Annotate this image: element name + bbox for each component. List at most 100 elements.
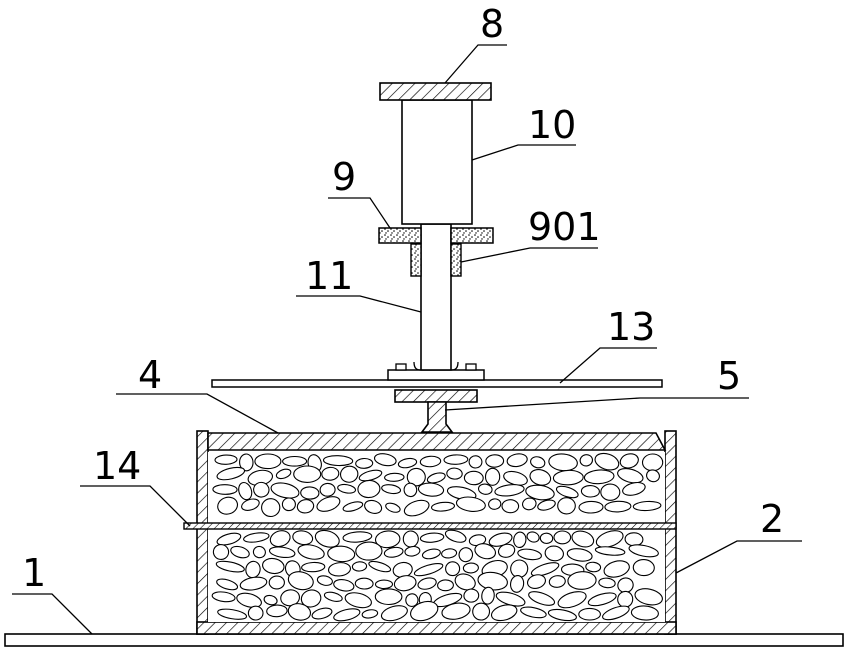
gravel-stone	[528, 591, 556, 606]
gravel-stone	[417, 482, 445, 497]
gravel-stone	[384, 472, 405, 482]
gravel-stone	[381, 484, 402, 495]
gravel-stone	[437, 579, 454, 592]
gravel-stone	[555, 485, 579, 499]
gravel-stone	[526, 531, 540, 543]
gravel-stone	[619, 453, 639, 469]
gravel-stone	[323, 591, 343, 602]
gravel-stone	[617, 468, 644, 484]
gravel-stone	[484, 467, 501, 486]
gravel-stone	[413, 562, 444, 577]
gravel-stone	[262, 557, 285, 575]
gravel-stone	[585, 561, 602, 573]
gravel-stone	[634, 588, 663, 606]
gravel-stone	[403, 482, 418, 498]
gravel-stone	[632, 559, 655, 577]
gravel-stone	[297, 544, 325, 560]
gravel-stone	[624, 532, 644, 547]
gravel-stone	[441, 602, 471, 620]
gravel-stone	[342, 501, 364, 512]
pressure-plate	[207, 432, 667, 451]
gravel-stone	[333, 579, 355, 592]
gravel-stone	[354, 577, 374, 590]
gravel-stone	[327, 562, 352, 577]
gravel-stone	[238, 481, 253, 501]
gravel-stone	[241, 498, 260, 511]
gravel-stone	[522, 497, 537, 511]
gravel-stone	[441, 548, 458, 559]
gravel-stone	[373, 453, 397, 467]
gravel-stone	[587, 592, 617, 607]
gravel-stone	[477, 483, 493, 495]
gravel-stone	[270, 482, 300, 499]
vertical-rod	[420, 223, 452, 371]
gravel-stone	[552, 469, 584, 486]
gravel-stone	[282, 455, 308, 467]
gravel-stone	[216, 532, 242, 546]
gravel-stone	[646, 469, 660, 483]
gravel-stone	[578, 607, 601, 621]
gravel-stone	[463, 470, 484, 486]
base-plate	[4, 633, 844, 647]
gravel-stone	[230, 545, 250, 559]
gravel-stone	[380, 605, 408, 622]
label-901: 901	[528, 205, 601, 249]
label-10: 10	[528, 103, 576, 147]
gravel-stone	[548, 575, 566, 588]
label-11: 11	[305, 254, 353, 298]
label-9: 9	[332, 155, 356, 199]
support-ring	[378, 227, 494, 244]
gravel-stone	[405, 593, 419, 607]
gravel-stone	[632, 500, 662, 512]
cylinder-body	[401, 99, 473, 225]
gravel-stone	[217, 496, 239, 515]
gravel-stone	[355, 541, 383, 561]
gravel-stone	[292, 530, 314, 546]
gravel-stone	[239, 576, 268, 591]
gravel-stone	[263, 594, 278, 606]
gravel-stone	[544, 545, 564, 562]
label-8: 8	[480, 2, 504, 46]
gravel-stone	[322, 455, 354, 467]
gravel-stone	[481, 586, 495, 605]
gravel-stone	[537, 499, 556, 511]
gravel-stone	[520, 606, 547, 619]
gravel-stone	[410, 600, 439, 622]
gravel-stone	[301, 561, 326, 573]
gravel-stone	[404, 545, 421, 557]
gravel-stone	[598, 577, 616, 589]
label-14: 14	[93, 444, 141, 488]
gravel-stone	[602, 605, 630, 621]
gravel-stone	[300, 486, 320, 500]
gravel-stone	[296, 499, 315, 514]
gravel-stone	[275, 468, 292, 480]
gravel-stone	[351, 561, 368, 572]
gravel-stone	[539, 532, 554, 544]
gravel-stone	[247, 605, 264, 621]
gravel-stone	[385, 502, 401, 513]
leader-lines	[12, 44, 802, 635]
gravel-stone	[368, 560, 392, 573]
gravel-stone	[446, 467, 463, 480]
label-13: 13	[607, 305, 655, 349]
gravel-stone	[287, 603, 312, 621]
gravel-stone	[630, 605, 659, 621]
gravel-stone	[337, 483, 357, 494]
gravel-stone	[583, 469, 615, 485]
gravel-stone	[268, 546, 296, 559]
gravel-stone	[488, 498, 502, 510]
gravel-stone	[595, 530, 624, 548]
label-5: 5	[717, 354, 741, 398]
gravel-stone	[281, 497, 296, 512]
horizontal-plate	[211, 379, 663, 388]
gravel-stone	[474, 543, 497, 560]
gravel-stone	[530, 456, 546, 469]
gravel-stone	[426, 472, 446, 484]
gravel-stone	[216, 578, 239, 591]
gravel-stone	[547, 608, 577, 622]
gravel-stone	[357, 479, 381, 499]
gravel-stone	[557, 591, 587, 609]
gravel-stone	[402, 530, 419, 548]
gravel-stone	[553, 530, 572, 545]
gravel-stone	[253, 481, 270, 498]
